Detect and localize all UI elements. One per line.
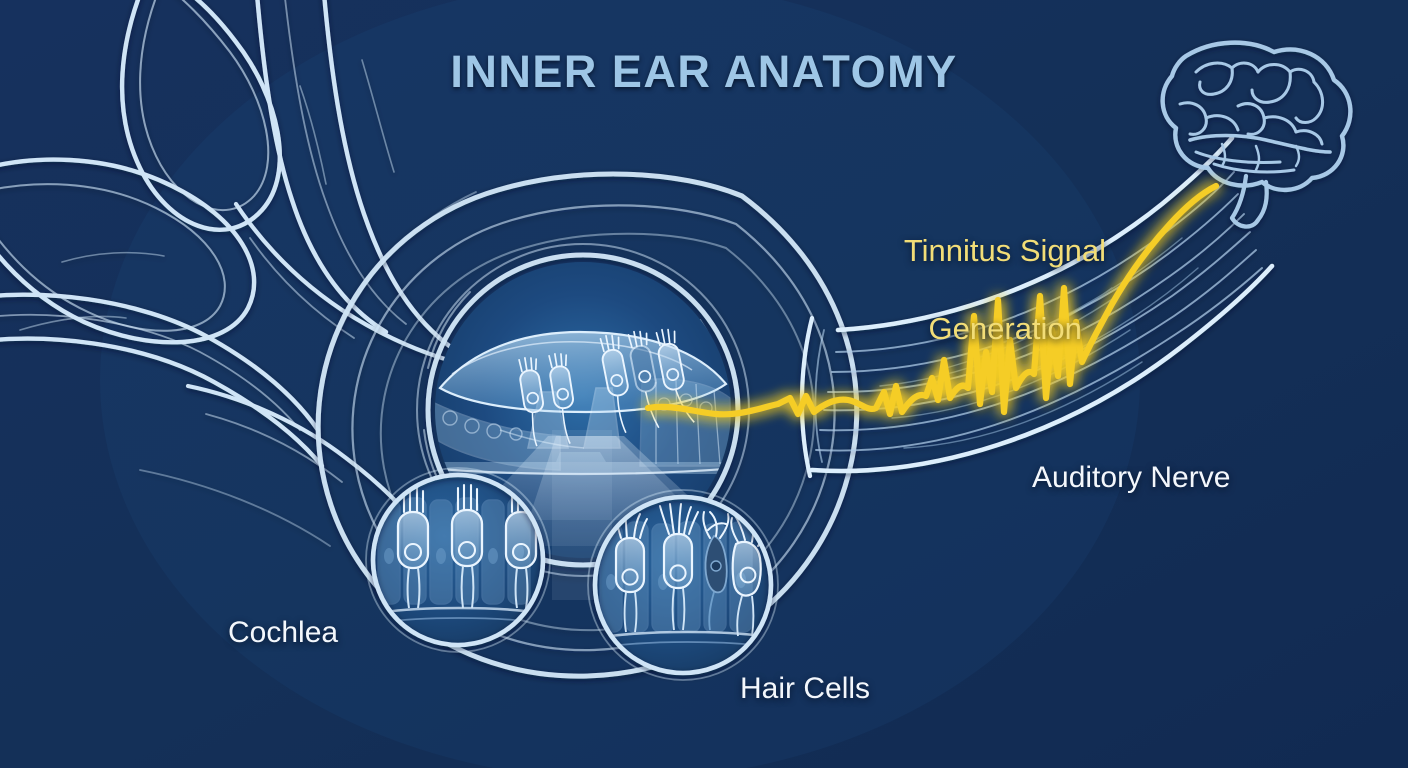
organ-of-corti-illustration	[435, 328, 731, 476]
healthy-inset-outer-ring	[365, 467, 551, 653]
healthy-hair-cell	[396, 483, 538, 609]
damaged-inset-ring	[592, 494, 774, 676]
healthy-inset-ring	[370, 472, 546, 648]
inner-hair-cells	[518, 353, 574, 447]
damaged-inset-outer-ring	[587, 489, 779, 681]
damaged-collapsed-hair-cell	[702, 511, 730, 631]
outer-hair-cells	[599, 328, 695, 434]
tinnitus-signal-wave	[644, 182, 1220, 418]
brain-illustration	[1160, 40, 1353, 229]
damaged-hair-cells-content	[595, 503, 771, 649]
